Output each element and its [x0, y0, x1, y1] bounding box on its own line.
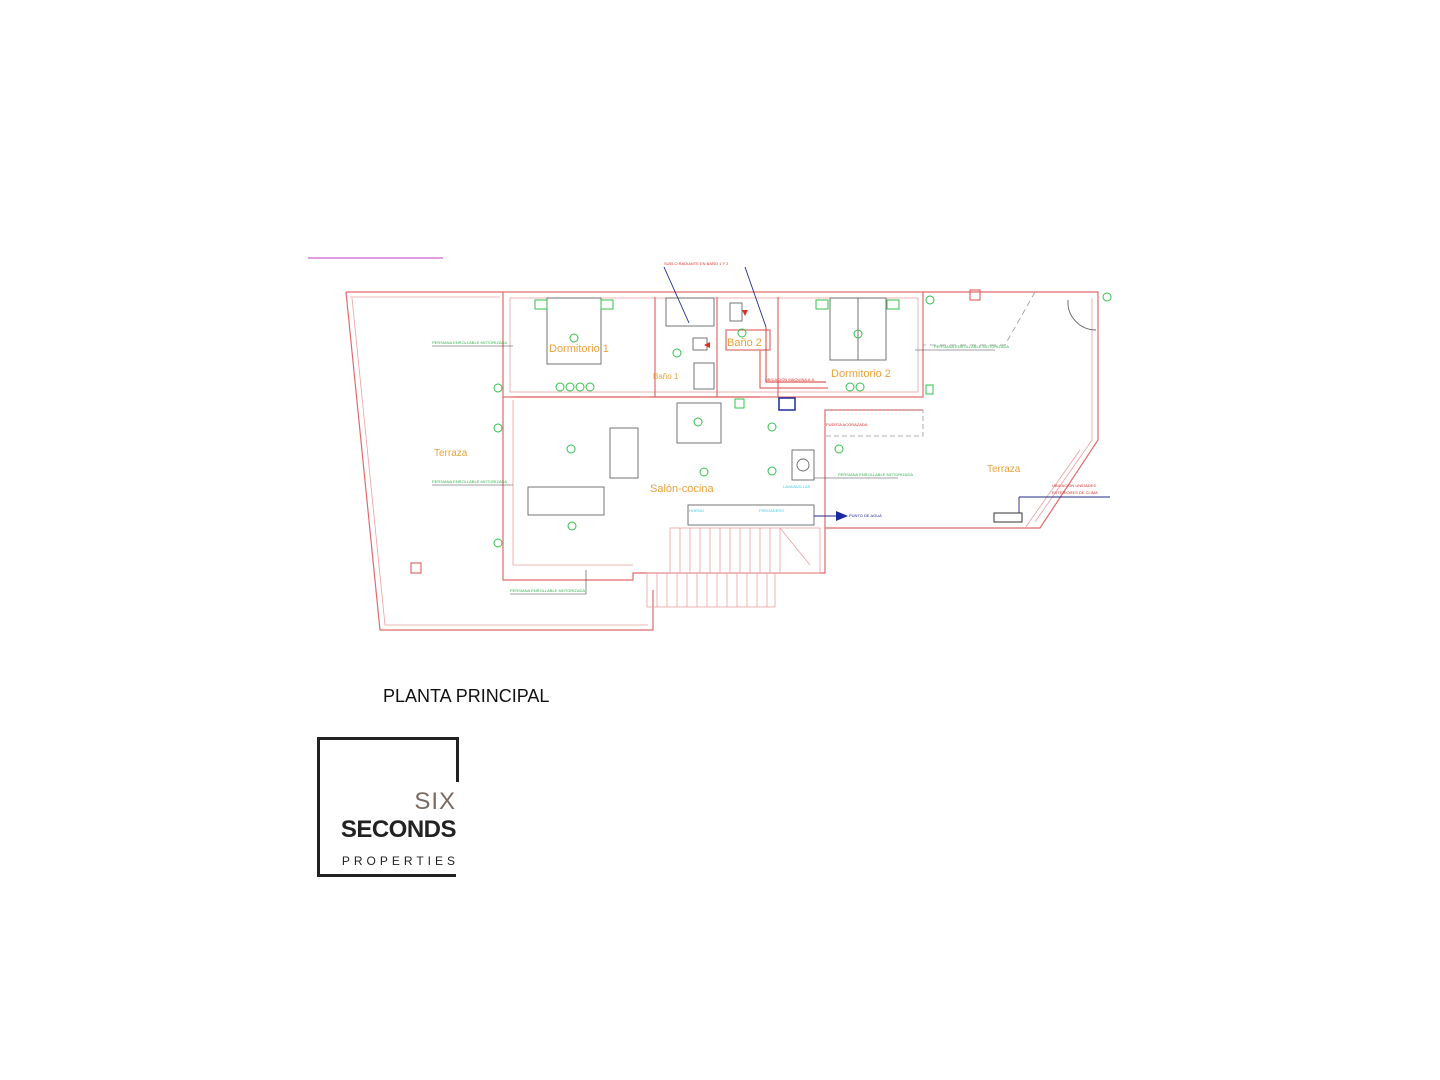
- logo-seconds: SECONDS: [340, 816, 457, 843]
- plan-caption: PLANTA PRINCIPAL: [383, 686, 550, 706]
- bed-1: [546, 297, 602, 365]
- room-label-dormitorio-2: Dormitorio 2: [831, 368, 891, 380]
- terrace-left-outline: [345, 291, 654, 631]
- room-label-bano-2: Baño 2: [727, 337, 762, 349]
- note-maquina-aa: UBICACIÓN MÁQUINA A.A.: [765, 377, 815, 382]
- terrace-right-outline: [825, 289, 1099, 529]
- note-fregadero: FREGADERO: [759, 508, 784, 513]
- note-suelo-radiante: SUELO RADIANTE EN BAÑO 1 Y 2: [664, 261, 729, 266]
- room-label-terraza-left: Terraza: [434, 448, 468, 459]
- note-puerta-acorazada: PUERTA ACORAZADA: [826, 422, 868, 427]
- toilet-1: [692, 337, 708, 351]
- kitchen-counter: [687, 504, 815, 526]
- bathtub: [665, 297, 715, 327]
- room-label-terraza-right: Terraza: [987, 464, 1021, 475]
- armchair: [609, 427, 639, 479]
- note-persiana-3: PERSIANA ENROLLABLE MOTORIZADA: [510, 588, 585, 593]
- annotation-leaders: [432, 266, 1110, 595]
- note-unidades-1: UBICACIÓN UNIDADES: [1052, 483, 1096, 488]
- logo-six: SIX: [414, 788, 456, 815]
- note-punto-agua: PUNTO DE AGUA: [849, 513, 882, 518]
- room-label-salon-cocina: Salón-cocina: [650, 483, 714, 495]
- note-lavavajillas: LAVAVAJILLAS: [783, 484, 811, 489]
- toilet-2: [729, 302, 743, 322]
- furniture: [527, 297, 887, 526]
- stairs: [646, 527, 821, 608]
- note-persiana-1: PERSIANA ENROLLABLE MOTORIZADA: [432, 340, 507, 345]
- electric-symbols: [493, 292, 1112, 548]
- room-label-bano-1: Baño 1: [653, 372, 679, 381]
- note-unidades-2: EXTERIORES DE CLIMA: [1052, 490, 1098, 495]
- note-persiana-2: PERSIANA ENROLLABLE MOTORIZADA: [432, 479, 507, 484]
- room-label-dormitorio-1: Dormitorio 1: [549, 343, 609, 355]
- note-persiana-4: PERSIANA ENROLLABLE MOTORIZADA: [934, 344, 1009, 349]
- sofa: [527, 486, 605, 516]
- six-seconds-logo: SIX SECONDS PROPERTIES: [317, 737, 459, 877]
- washing-machine: [791, 449, 815, 481]
- logo-properties: PROPERTIES: [341, 854, 459, 868]
- sink: [693, 362, 715, 390]
- note-horno: HORNO: [689, 508, 704, 513]
- terrace-marker: [410, 562, 422, 574]
- dining-table: [676, 402, 722, 444]
- note-persiana-5: PERSIANA ENROLLABLE MOTORIZADA: [838, 472, 913, 477]
